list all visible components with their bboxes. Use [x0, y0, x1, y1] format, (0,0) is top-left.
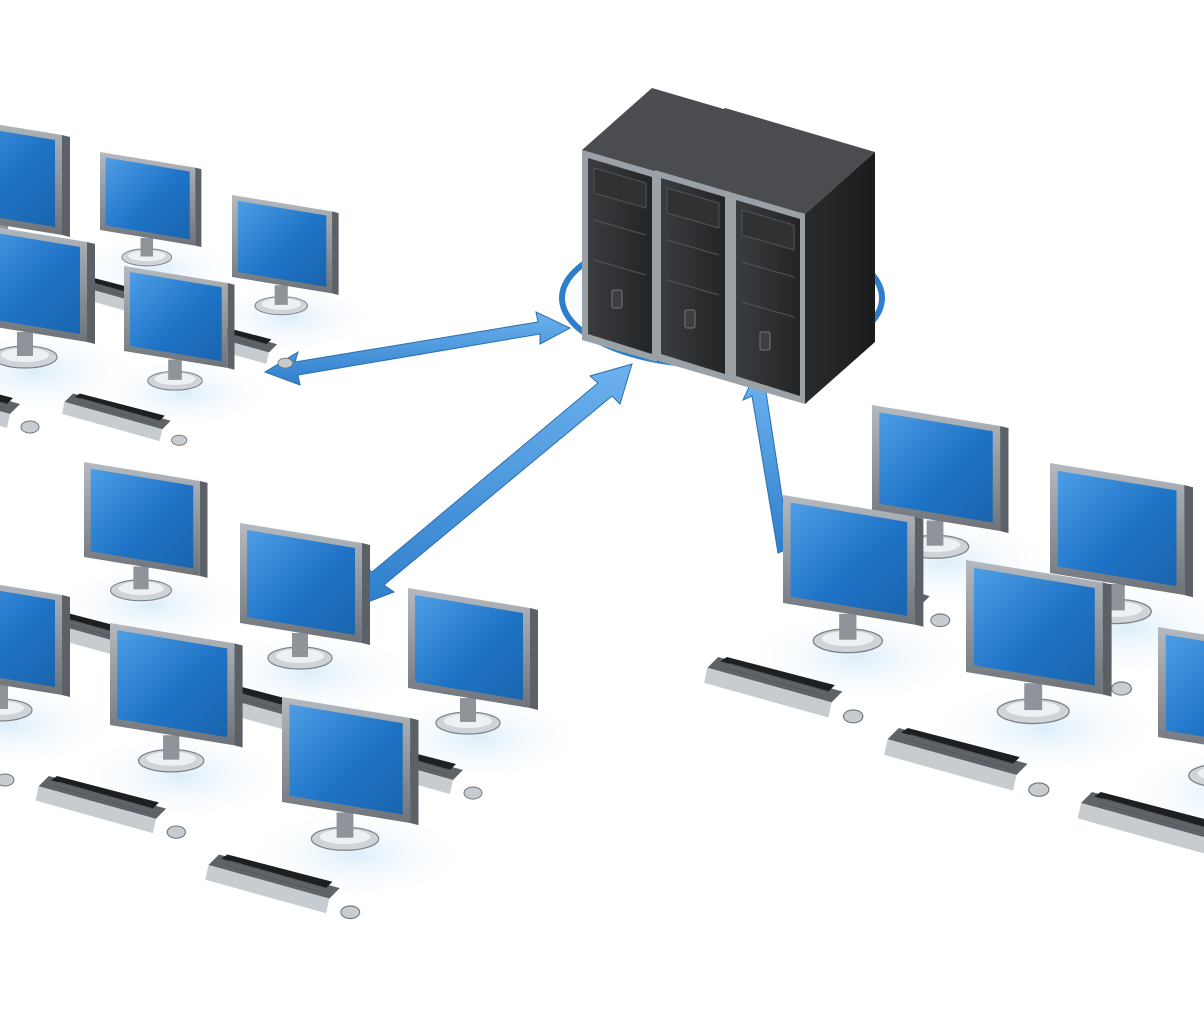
- link-arrow-top-left: [263, 311, 572, 386]
